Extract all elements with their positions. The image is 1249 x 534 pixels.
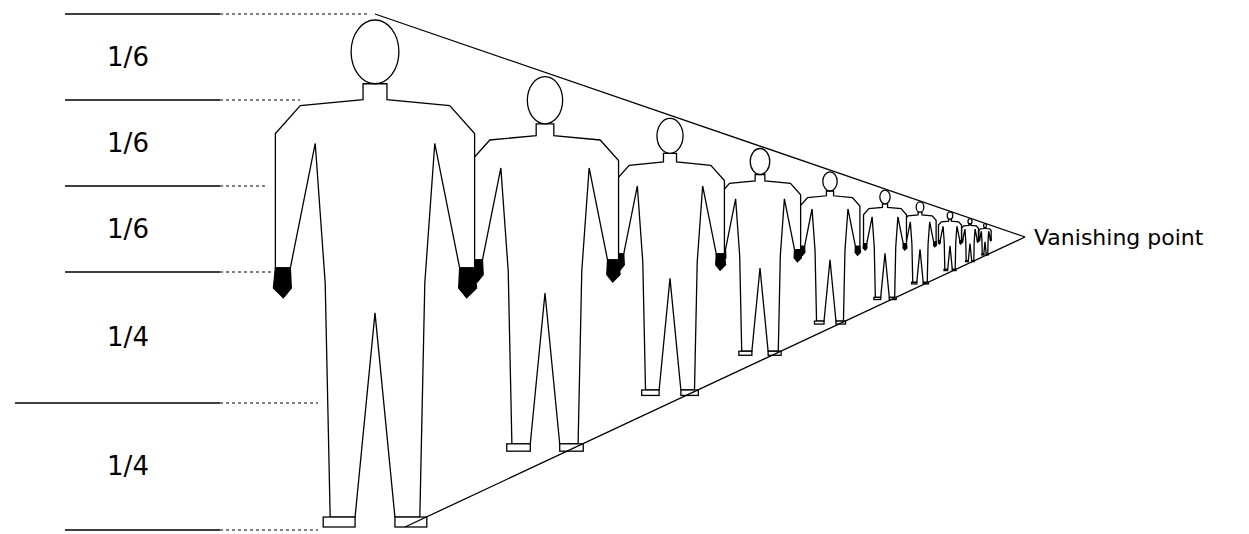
figure-part: [863, 244, 867, 250]
human-figure: [273, 20, 476, 527]
figure-part: [947, 212, 953, 219]
figure-part: [934, 242, 937, 247]
figure-part: [814, 321, 824, 324]
figure-part: [823, 172, 837, 191]
perspective-lines: [375, 14, 1025, 527]
proportion-fraction: 1/4: [107, 453, 149, 479]
figure-part: [874, 297, 881, 299]
human-figure: [938, 212, 961, 271]
figures: [273, 20, 991, 527]
figure-part: [864, 204, 907, 297]
ruler-line: [65, 529, 220, 530]
ruler-line: [65, 271, 220, 272]
figure-part: [275, 84, 474, 517]
figure-part: [966, 260, 969, 262]
human-figure: [863, 190, 907, 299]
figure-part: [944, 269, 948, 270]
figure-part: [855, 246, 860, 255]
proportion-fraction: 1/6: [107, 130, 149, 156]
figure-part: [616, 153, 725, 390]
figure-part: [968, 219, 972, 224]
proportion-fraction: 1/6: [107, 216, 149, 242]
figure-part: [351, 20, 399, 84]
perspective-line: [405, 237, 1025, 527]
figure-part: [979, 228, 991, 255]
human-figure: [719, 148, 802, 355]
proportion-lines: [15, 14, 220, 530]
figure-part: [982, 254, 984, 256]
figure-part: [273, 268, 291, 298]
dashed-leader: [220, 100, 300, 101]
figure-part: [719, 174, 800, 351]
human-figure: [799, 172, 860, 324]
proportion-fraction: 1/4: [107, 324, 149, 350]
human-figure: [979, 224, 992, 255]
figure-part: [527, 77, 562, 124]
figure-part: [657, 118, 683, 153]
figure-part: [800, 191, 860, 321]
figure-part: [507, 444, 531, 451]
figure-part: [938, 219, 961, 269]
dashed-leader: [220, 530, 318, 531]
figure-part: [750, 148, 770, 174]
figure-part: [323, 517, 355, 527]
dashed-leader: [220, 403, 318, 404]
figure-part: [739, 351, 752, 355]
figure-part: [903, 244, 907, 250]
perspective-line: [375, 14, 1025, 237]
human-figure: [961, 219, 978, 262]
figure-part: [912, 282, 917, 284]
annotation-label: Vanishing point: [1034, 227, 1203, 249]
figure-part: [938, 241, 940, 244]
figure-part: [794, 250, 801, 262]
figure-part: [471, 124, 618, 444]
figure-part: [459, 268, 477, 298]
ruler-line: [65, 99, 220, 100]
figure-part: [977, 240, 979, 243]
figure-part: [916, 202, 924, 212]
ruler-line: [65, 13, 220, 14]
figure-part: [990, 239, 991, 241]
human-figure: [470, 77, 620, 451]
ruler-line: [15, 402, 220, 403]
figure-part: [962, 224, 979, 261]
dashed-leader: [220, 186, 268, 187]
proportion-fraction: 1/6: [107, 44, 149, 70]
figure-part: [904, 212, 936, 282]
ruler-line: [65, 185, 220, 186]
figure-part: [607, 260, 620, 282]
figure-part: [880, 190, 890, 204]
dashed-leader: [220, 14, 370, 15]
figure-part: [716, 254, 726, 270]
human-figure: [614, 118, 725, 395]
human-figure: [904, 202, 937, 284]
figure-part: [642, 390, 659, 395]
figure-part: [960, 241, 962, 244]
